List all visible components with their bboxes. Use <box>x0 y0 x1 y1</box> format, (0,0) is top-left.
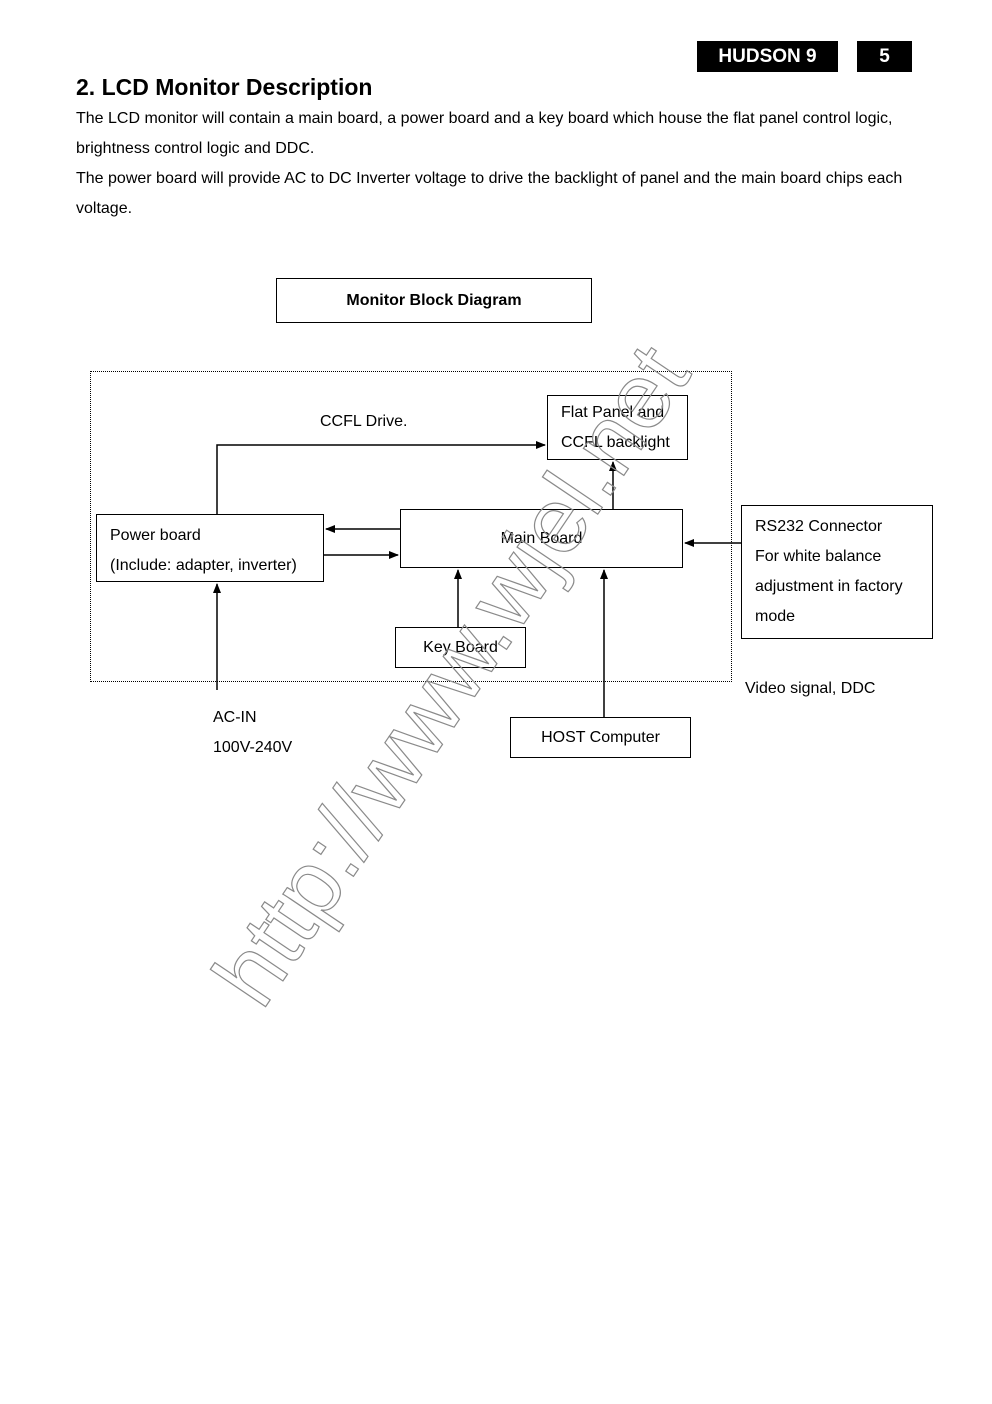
power-board-line-1: Power board <box>110 527 201 544</box>
ccfl-drive-label: CCFL Drive. <box>320 413 408 430</box>
power-board-box: Power board (Include: adapter, inverter) <box>96 514 324 582</box>
flat-panel-line-1: Flat Panel and <box>561 404 665 421</box>
flat-panel-line-2: CCFL backlight <box>561 434 670 451</box>
main-board-label: Main Board <box>500 529 583 547</box>
diagram-title-box: Monitor Block Diagram <box>276 278 592 323</box>
key-board-box: Key Board <box>395 627 526 668</box>
main-board-box: Main Board <box>400 509 683 568</box>
rs232-line-1: RS232 Connector <box>755 518 883 535</box>
ac-in-label: AC-IN 100V-240V <box>213 703 292 763</box>
page-number-badge: 5 <box>857 41 912 72</box>
video-signal-label: Video signal, DDC <box>745 680 876 697</box>
description-paragraph-2: The power board will provide AC to DC In… <box>76 170 903 217</box>
rs232-line-2: For white balance <box>755 548 882 565</box>
ac-in-line-1: AC-IN <box>213 709 257 726</box>
host-computer-label: HOST Computer <box>541 728 660 746</box>
monitor-enclosure-frame <box>90 371 732 682</box>
rs232-line-3: adjustment in factory <box>755 578 903 595</box>
diagram-title: Monitor Block Diagram <box>346 291 522 309</box>
key-board-label: Key Board <box>423 638 498 656</box>
description-paragraph-1: The LCD monitor will contain a main boar… <box>76 110 893 157</box>
page-number: 5 <box>879 45 890 67</box>
power-board-line-2: (Include: adapter, inverter) <box>110 557 297 574</box>
rs232-connector-box: RS232 Connector For white balance adjust… <box>741 505 933 639</box>
host-computer-box: HOST Computer <box>510 717 691 758</box>
ac-in-line-2: 100V-240V <box>213 739 293 756</box>
rs232-line-4: mode <box>755 608 796 625</box>
flat-panel-box: Flat Panel and CCFL backlight <box>547 395 688 460</box>
model-badge: HUDSON 9 <box>697 41 838 72</box>
model-label: HUDSON 9 <box>718 45 817 67</box>
section-title: 2. LCD Monitor Description <box>76 74 373 100</box>
